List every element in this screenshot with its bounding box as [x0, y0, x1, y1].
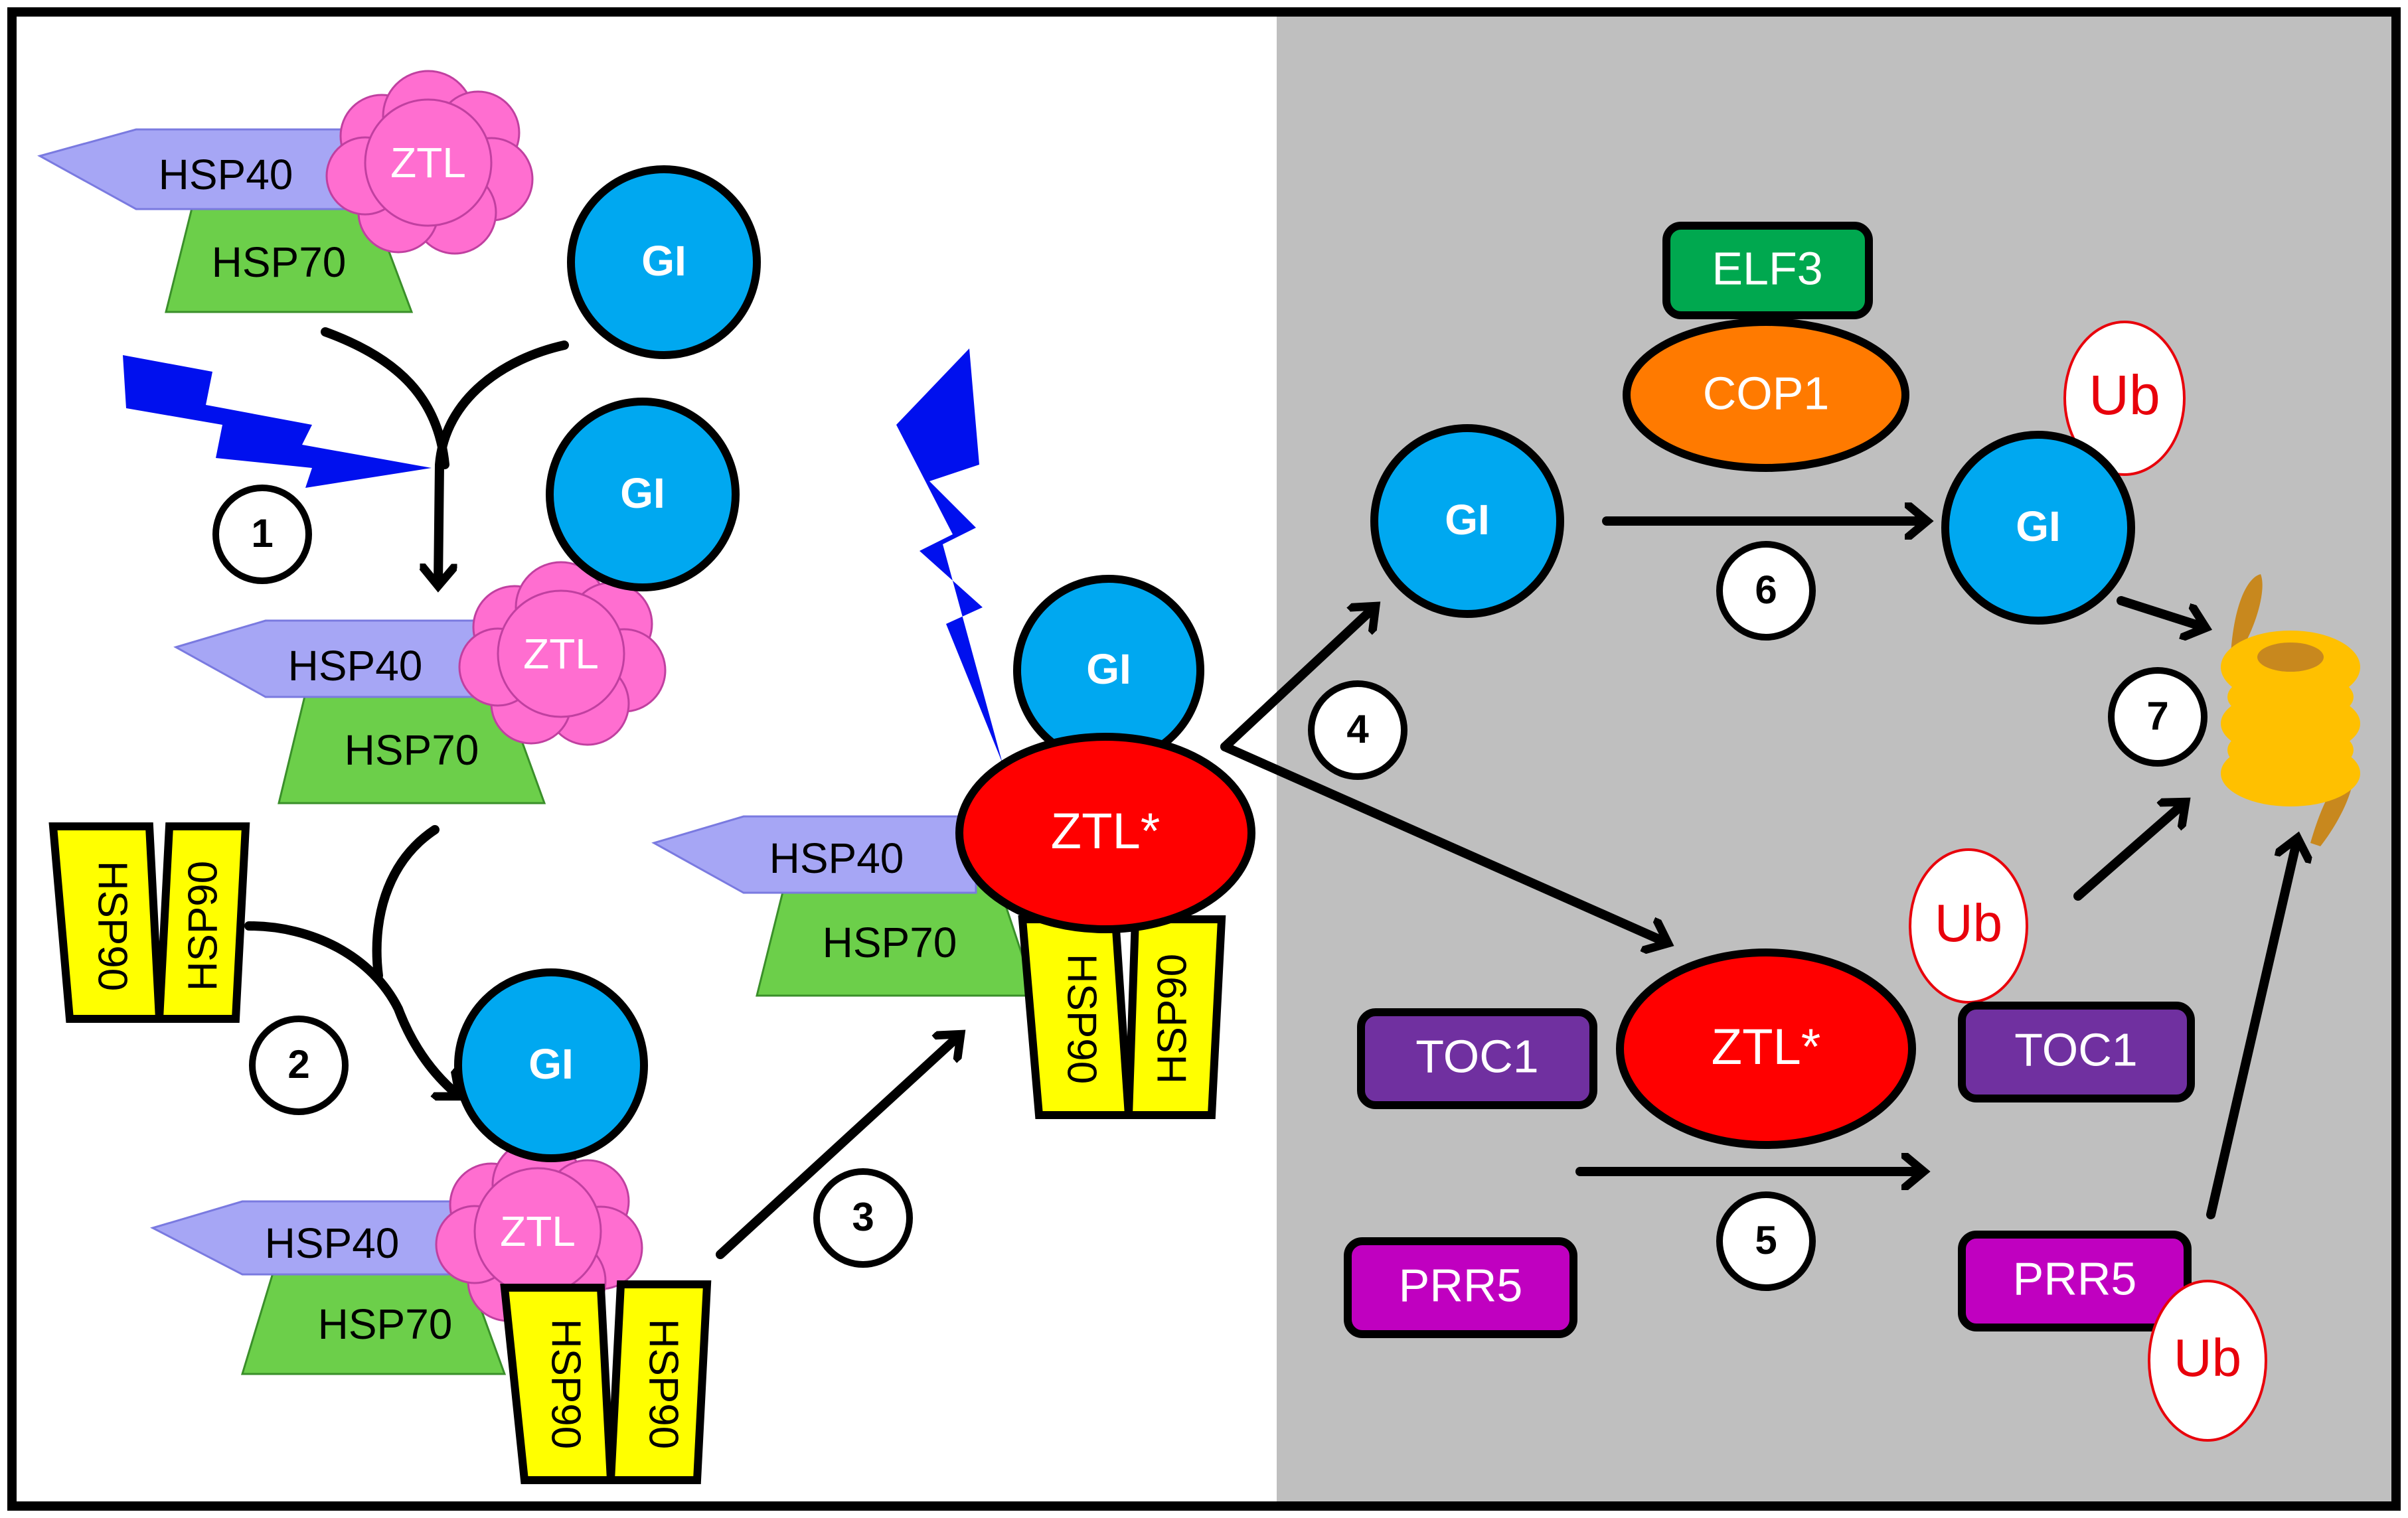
hsp70-label: HSP70 — [345, 726, 479, 774]
gi-circle — [1941, 431, 2135, 625]
frame — [7, 7, 2401, 1511]
step-2-badge: 2 — [249, 1016, 349, 1115]
ub-tag — [1909, 848, 2028, 1004]
step-7-badge: 7 — [2108, 667, 2207, 767]
elf3-box — [1662, 222, 1873, 319]
complex-hsp70-hsp40-ztl-top: HSP70 HSP40 ZTL — [37, 70, 534, 313]
ztl-active-label: ZTL* — [1712, 1019, 1821, 1075]
hsp40-label: HSP40 — [265, 1219, 400, 1267]
toc1-label: TOC1 — [1415, 1030, 1538, 1082]
svg-text:4: 4 — [1346, 707, 1369, 751]
hsp90-label: HSP90 — [1059, 954, 1105, 1084]
step-4-badge: 4 — [1308, 680, 1407, 780]
gi-label: GI — [620, 469, 665, 517]
step-1-badge: 1 — [212, 485, 312, 584]
complex-activated-ztl-center: HSP70 HSP40 HSP90 HSP90 GI ZTL* — [651, 575, 1255, 1119]
svg-text:2: 2 — [287, 1042, 309, 1087]
hsp70-label: HSP70 — [212, 238, 347, 286]
gi-free-top: GI — [567, 165, 761, 359]
hsp90-label: HSP90 — [180, 861, 226, 991]
hsp90-label: HSP90 — [543, 1319, 589, 1449]
hsp70-label: HSP70 — [823, 919, 957, 966]
prr5-substrate: PRR5 — [1344, 1237, 1577, 1338]
gi-circle — [546, 398, 740, 591]
ztl-active-label: ZTL* — [1051, 803, 1161, 860]
hsp90-shape — [1124, 915, 1226, 1119]
ub-label: Ub — [2174, 1328, 2241, 1387]
gi-label: GI — [1086, 645, 1131, 693]
ztl-label: ZTL — [523, 630, 599, 678]
elf3-label: ELF3 — [1712, 242, 1822, 294]
hsp40-label: HSP40 — [769, 834, 904, 882]
hsp40-label: HSP40 — [159, 151, 293, 198]
svg-text:1: 1 — [251, 511, 273, 556]
ztl-active-ellipse — [955, 733, 1255, 933]
toc1-ubiquitinated: Ub TOC1 — [1909, 848, 2195, 1102]
gi-circle — [454, 968, 648, 1162]
elf3-cop1-complex: COP1 ELF3 — [1623, 222, 1909, 472]
gi-ubiquitinated: Ub GI — [1941, 321, 2186, 625]
toc1-label: TOC1 — [2014, 1024, 2137, 1075]
svg-text:5: 5 — [1755, 1218, 1777, 1262]
prr5-label: PRR5 — [2013, 1252, 2137, 1304]
complex-hsp70-hsp40-ztl-gi-middle: HSP70 HSP40 ZTL GI — [173, 398, 740, 804]
cop1-label: COP1 — [1703, 367, 1830, 419]
hsp40-label: HSP40 — [288, 642, 423, 690]
gi-label: GI — [641, 237, 686, 285]
gi-label: GI — [1445, 496, 1490, 544]
proteasome-icon — [2221, 574, 2360, 846]
prr5-ubiquitinated: PRR5 Ub — [1958, 1231, 2267, 1442]
ztl-label: ZTL — [500, 1207, 576, 1255]
toc1-substrate: TOC1 — [1357, 1008, 1597, 1109]
ub-tag — [2063, 321, 2186, 476]
prr5-label: PRR5 — [1399, 1259, 1523, 1311]
cop1-ellipse — [1623, 318, 1909, 472]
gi-free-right: GI — [1370, 424, 1564, 618]
hsp90-label: HSP90 — [90, 861, 135, 991]
complex-hsp70-hsp40-ztl-gi-hsp90-bottom: HSP70 HSP40 ZTL GI HSP90 HSP90 — [150, 968, 712, 1484]
hsp90-label: HSP90 — [1149, 954, 1195, 1084]
step-3-badge: 3 — [813, 1168, 913, 1268]
ub-label: Ub — [1935, 893, 2002, 952]
light-bolt-icon — [123, 355, 432, 488]
light-bolt-icon — [896, 348, 1003, 763]
svg-text:6: 6 — [1755, 568, 1777, 612]
ztl-label: ZTL — [390, 139, 466, 187]
step-5-badge: 5 — [1716, 1191, 1816, 1291]
hsp90-shape — [606, 1280, 712, 1484]
svg-text:7: 7 — [2146, 694, 2168, 738]
gi-label: GI — [528, 1040, 574, 1088]
ztl-active-free: ZTL* — [1616, 949, 1916, 1149]
hsp90-label: HSP90 — [641, 1319, 686, 1449]
hsp90-dimer-free: HSP90 HSP90 — [48, 822, 250, 1023]
ub-tag — [2148, 1280, 2267, 1442]
gi-label: GI — [2016, 502, 2061, 550]
hsp70-label: HSP70 — [318, 1300, 453, 1348]
svg-text:3: 3 — [852, 1195, 874, 1239]
ub-label: Ub — [2089, 364, 2160, 426]
step-6-badge: 6 — [1716, 541, 1816, 641]
